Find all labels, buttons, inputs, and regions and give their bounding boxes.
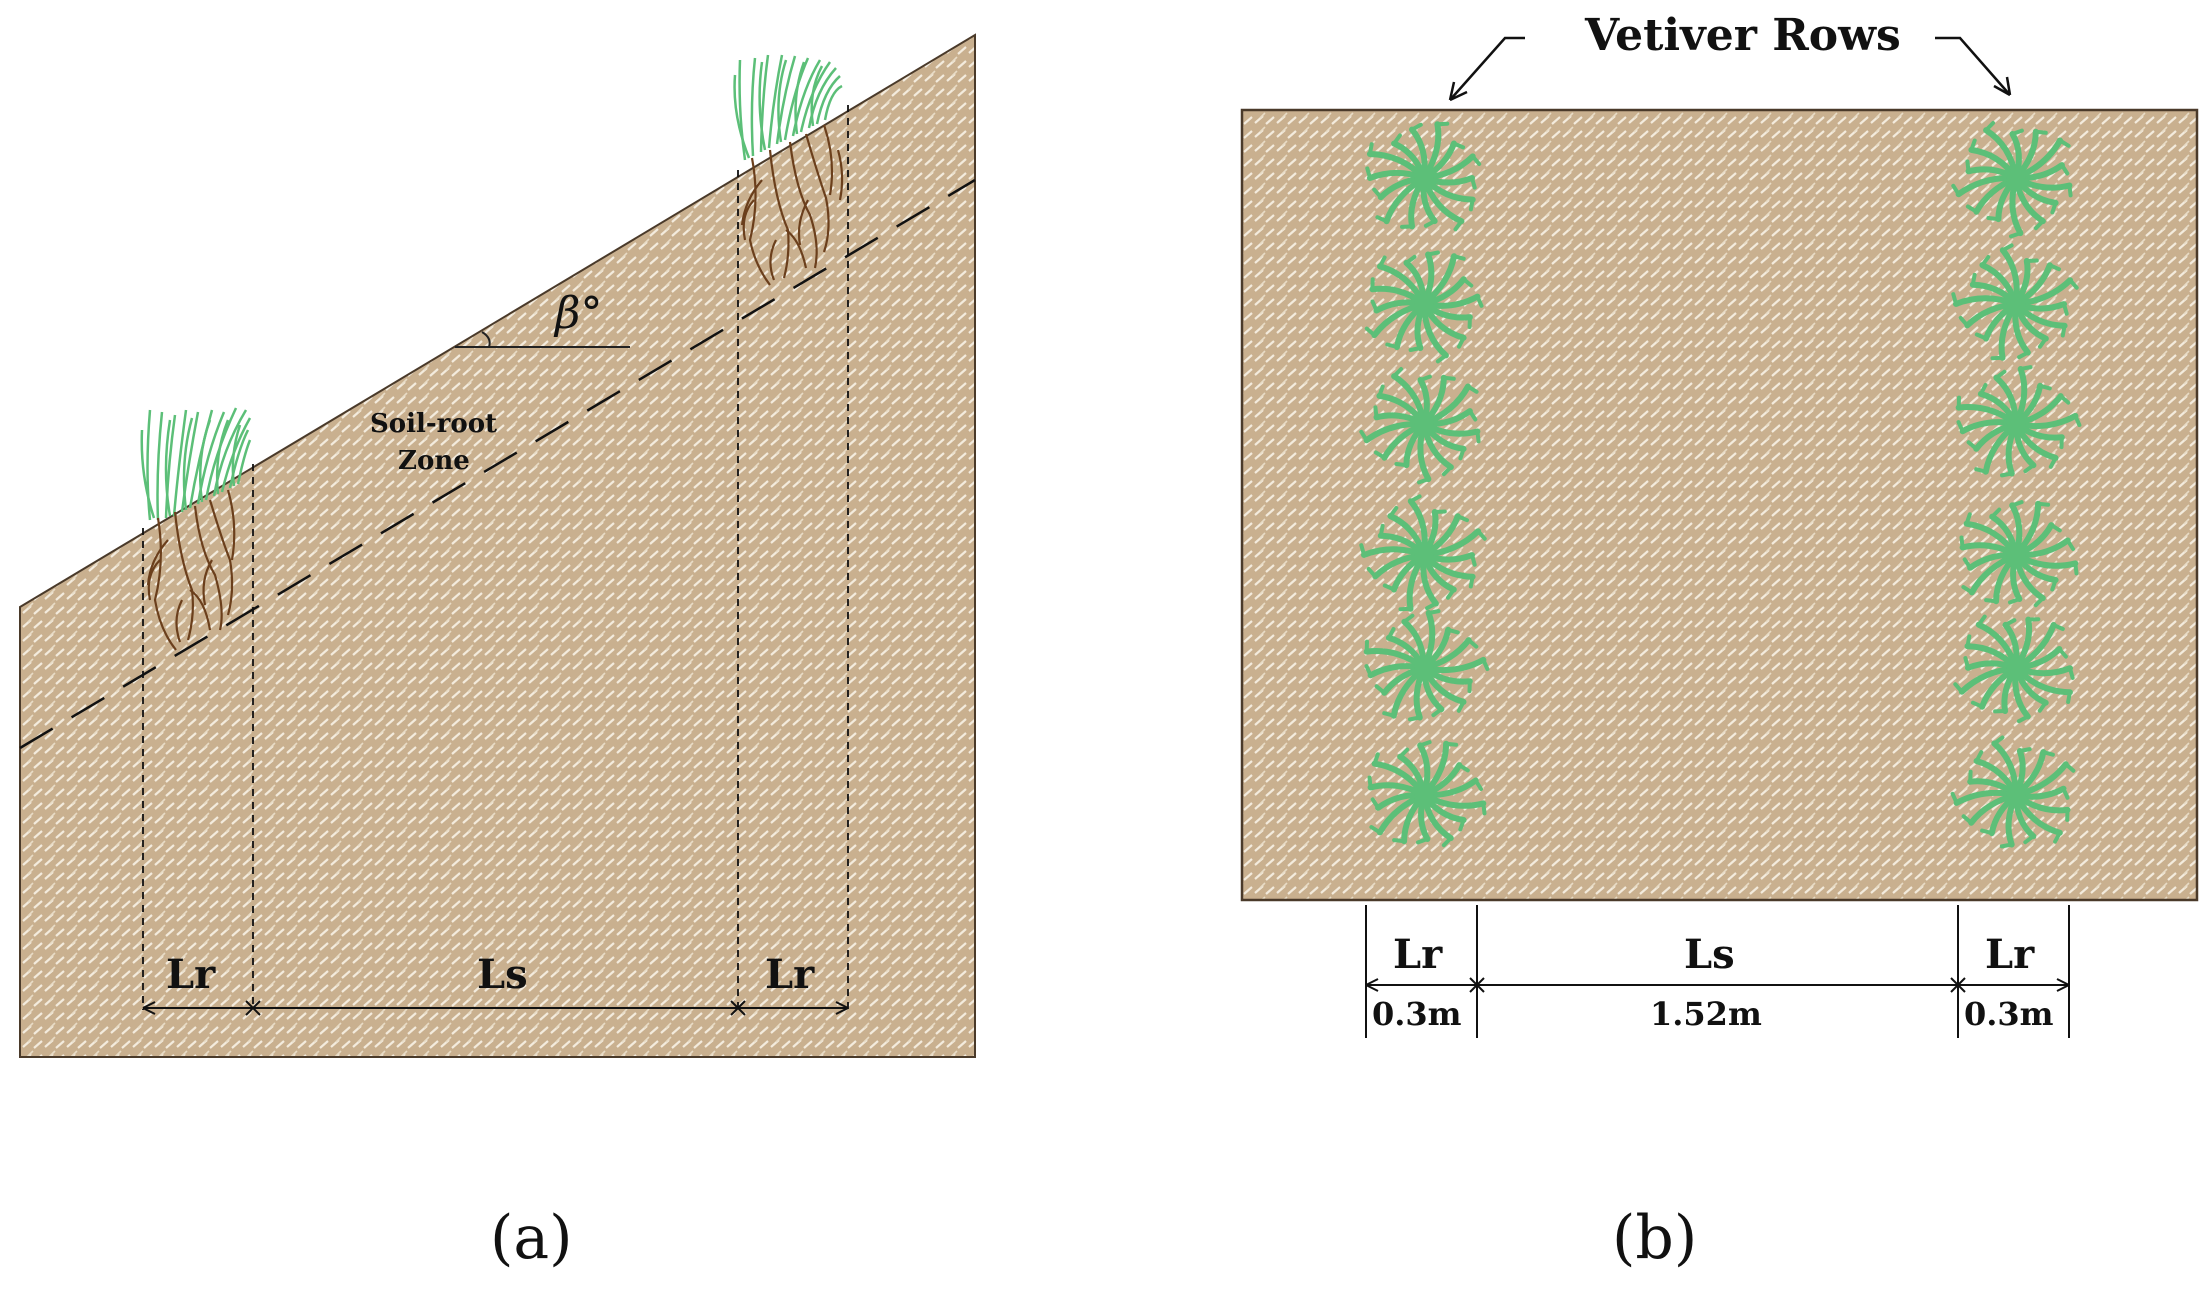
vetiver-plant-left (140, 407, 252, 651)
root-column-guides (142, 105, 849, 1010)
roots (146, 489, 236, 651)
vetiver-row-left (1359, 121, 1490, 848)
dimension-lines-b (1365, 905, 2070, 1038)
vetiver-plant-top-view (1951, 243, 2079, 361)
dim-value-right: 0.3m (1964, 995, 2054, 1033)
soil-root-zone-boundary (19, 178, 976, 750)
grass-blades (733, 54, 843, 161)
vetiver-plant-top-view (1367, 740, 1487, 848)
vetiver-plant-right (733, 54, 844, 286)
dim-label-lr-right: Lr (765, 951, 815, 998)
vetiver-plant-top-view (1359, 367, 1481, 485)
slope-angle-marker: β° (455, 288, 630, 348)
angle-label: β° (553, 288, 602, 339)
soil-root-zone-label-2: Zone (398, 446, 470, 476)
dim-label-lr-left-b: Lr (1393, 931, 1443, 978)
panel-a-caption: (a) (490, 1203, 573, 1273)
dim-label-ls: Ls (477, 951, 528, 998)
dim-value-middle: 1.52m (1650, 995, 1762, 1033)
title-arrows (1448, 36, 2012, 102)
vetiver-plant-top-view (1950, 735, 2076, 849)
roots (740, 124, 844, 286)
vetiver-row-right (1950, 121, 2082, 849)
vetiver-plant-top-view (1365, 121, 1482, 232)
vetiver-plant-top-view (1953, 614, 2075, 724)
plan-soil-area (1240, 108, 2199, 902)
grass-blades (140, 407, 252, 521)
vetiver-rows-title: Vetiver Rows (1584, 10, 1901, 61)
soil-root-zone-label: Soil-root (370, 409, 497, 439)
slope-soil-body (19, 33, 976, 1058)
panel-b-caption: (b) (1612, 1203, 1697, 1273)
vetiver-plant-top-view (1364, 250, 1484, 364)
dim-label-lr-left: Lr (166, 951, 216, 998)
vetiver-plant-top-view (1955, 365, 2082, 478)
dim-value-left: 0.3m (1372, 995, 1462, 1033)
dimension-line-a (142, 1000, 849, 1016)
panel-b: Vetiver Rows Lr Ls Lr 0.3m 1.52m 0.3m (b (1240, 10, 2199, 1273)
dim-label-lr-right-b: Lr (1985, 931, 2035, 978)
vetiver-plant-top-view (1959, 500, 2079, 608)
vetiver-plant-top-view (1363, 609, 1490, 722)
vetiver-plant-top-view (1359, 494, 1487, 612)
panel-a: β° Soil-root Zone (19, 33, 976, 1273)
dim-label-ls-b: Ls (1684, 931, 1735, 978)
vetiver-plant-top-view (1951, 121, 2073, 239)
